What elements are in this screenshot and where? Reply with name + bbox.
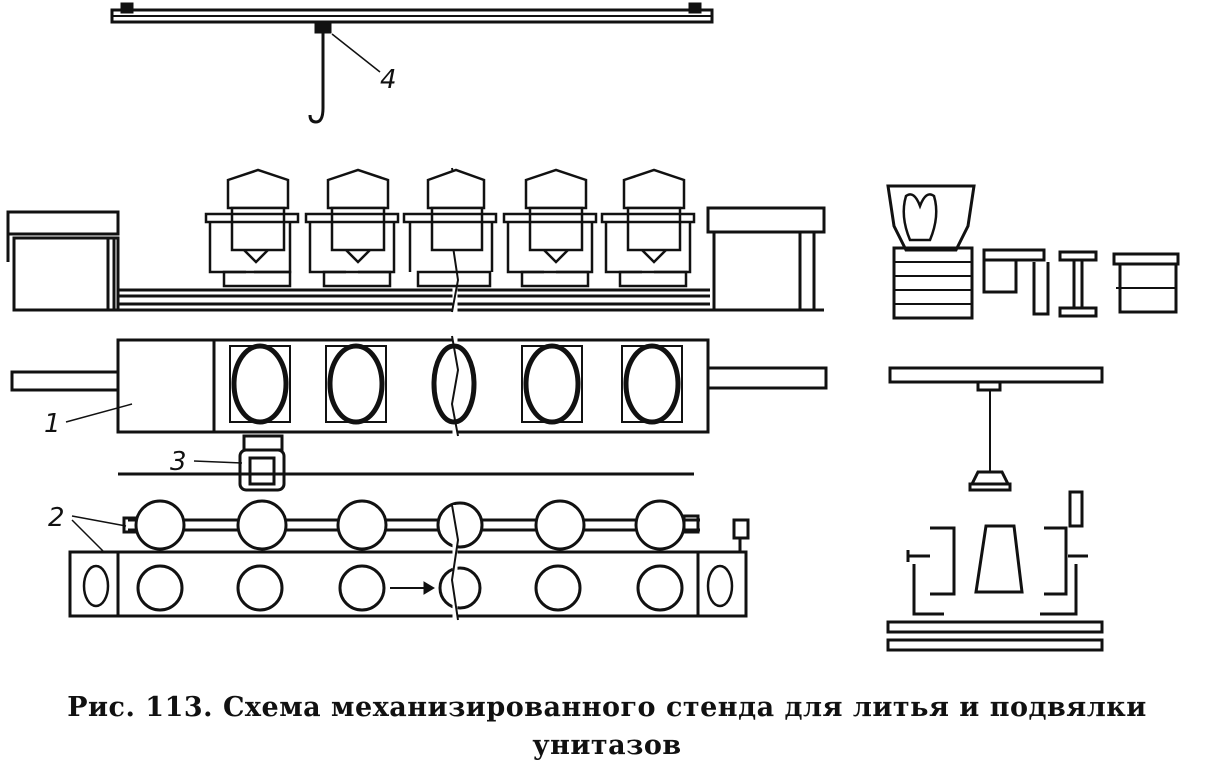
trolley: [118, 434, 694, 492]
chain-conveyor: [68, 499, 750, 621]
label-4: 4: [380, 65, 397, 95]
figure-caption-line-2: унитазов: [532, 730, 682, 761]
label-1: 1: [44, 409, 61, 439]
mold-carriage-plan: [10, 335, 828, 437]
side-molds: [204, 168, 696, 288]
label-2: 2: [48, 503, 65, 533]
label-3: 3: [170, 447, 187, 477]
cross-section-bottom: [886, 366, 1104, 652]
leader-2b: [71, 519, 105, 553]
figure-caption-line-1: Рис. 113. Схема механизированного стенда…: [67, 692, 1147, 723]
leader-3: [193, 460, 243, 464]
cross-section-top: [886, 184, 1180, 320]
leader-1: [65, 403, 133, 423]
stand-side-elevation: [6, 167, 826, 313]
overhead-crane: [110, 2, 714, 124]
leader-2a: [71, 515, 127, 527]
leader-4: [331, 33, 381, 73]
